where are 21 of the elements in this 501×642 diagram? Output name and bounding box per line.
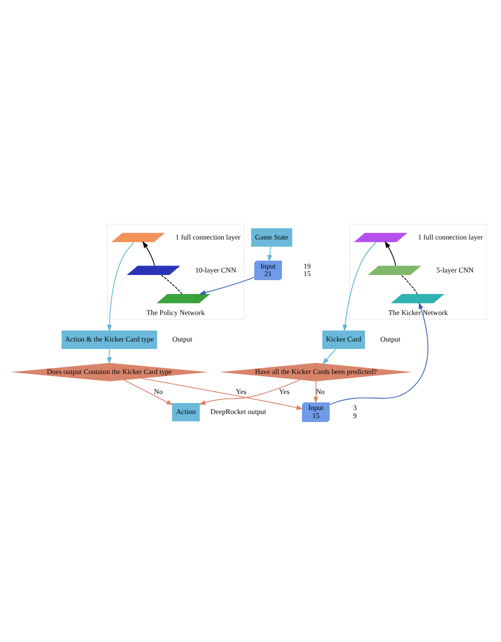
arrow bbox=[141, 378, 304, 410]
arrow bbox=[384, 241, 396, 266]
node-parallelogram bbox=[111, 232, 165, 242]
node-parallelogram bbox=[390, 294, 444, 304]
connector bbox=[160, 274, 182, 294]
arrow bbox=[267, 246, 272, 262]
arrow bbox=[314, 381, 318, 404]
arrow bbox=[107, 242, 134, 332]
arrow bbox=[198, 276, 254, 295]
arrow bbox=[124, 380, 174, 406]
arrow bbox=[322, 348, 336, 364]
arrow bbox=[198, 379, 300, 405]
connector bbox=[400, 274, 418, 294]
node-parallelogram bbox=[354, 232, 408, 242]
node-parallelogram bbox=[368, 266, 422, 276]
node-parallelogram bbox=[126, 266, 180, 276]
node-parallelogram bbox=[156, 294, 210, 304]
arrow bbox=[106, 348, 112, 364]
arrow bbox=[329, 302, 428, 406]
arrow bbox=[142, 241, 155, 266]
arrow bbox=[342, 242, 377, 332]
